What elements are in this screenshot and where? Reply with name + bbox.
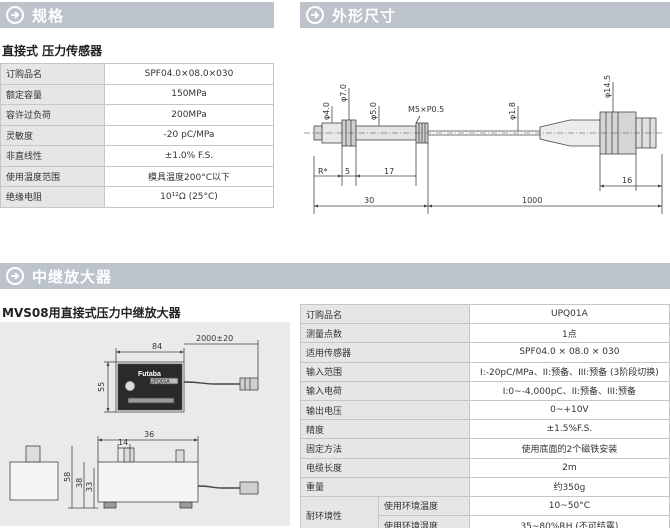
arrow-right-icon <box>6 267 24 285</box>
section-title-spec: 规格 <box>32 6 65 25</box>
model-label: UPQ01A <box>150 379 170 385</box>
dim-l1: 5 <box>345 167 350 176</box>
dim-14: 14 <box>118 438 128 447</box>
dim-cable-len: 2000±20 <box>196 334 233 343</box>
arrow-right-icon <box>6 6 24 24</box>
dim-cable: φ1.8 <box>508 102 517 120</box>
dim-left: φ4.0 <box>322 102 331 120</box>
section-title-dimensions: 外形尺寸 <box>332 6 397 25</box>
dim-w: 84 <box>152 342 162 351</box>
relay-title: MVS08用直接式压力中继放大器 <box>2 306 181 320</box>
section-bar-relay: 中继放大器 <box>0 263 670 289</box>
dim-58: 58 <box>63 472 72 482</box>
table-row: 精度±1.5%F.S. <box>300 419 670 440</box>
dim-38: 38 <box>75 478 84 488</box>
table-row: 使用环境湿度 35~80%RH (不可结露) <box>301 515 670 528</box>
dim-l3: 30 <box>364 196 374 205</box>
table-row: 灵敏度-20 pC/MPa <box>0 124 274 146</box>
table-row: 耐环境性 使用环境温度 10~50°C <box>300 495 670 528</box>
dim-l5: 16 <box>622 176 632 185</box>
dim-36: 36 <box>144 430 154 439</box>
dim-top2: φ5.0 <box>369 102 378 120</box>
dim-bnc: φ14.5 <box>603 75 612 98</box>
dim-h: 55 <box>97 382 106 392</box>
relay-dimension-drawing: 84 2000±20 55 Futaba UPQ01A 36 14 58 38 … <box>0 322 290 526</box>
dim-l4: 1000 <box>522 196 542 205</box>
section-bar-dimensions: 外形尺寸 <box>300 2 670 28</box>
dim-r: R* <box>318 167 328 176</box>
dim-thread: M5×P0.5 <box>408 105 444 114</box>
section-bar-spec: 规格 <box>0 2 274 28</box>
brand-label: Futaba <box>138 371 161 378</box>
dim-l2: 17 <box>384 167 394 176</box>
dim-33: 33 <box>85 482 94 492</box>
dim-top1: φ7.0 <box>339 84 348 102</box>
sensor-title: 直接式 压力传感器 <box>2 44 103 58</box>
table-row: 固定方法使用底面的2个磁铁安装 <box>300 438 670 459</box>
sensor-dimension-drawing: φ7.0 φ5.0 φ4.0 M5×P0.5 φ1.8 φ14.5 R* 5 1… <box>304 75 663 214</box>
section-title-relay: 中继放大器 <box>32 267 113 286</box>
table-row: 重量约350g <box>300 476 670 497</box>
table-row: 非直线性±1.0% F.S. <box>0 145 274 167</box>
table-row: 使用温度范围模具温度200°C以下 <box>0 165 274 187</box>
arrow-right-icon <box>306 6 324 24</box>
